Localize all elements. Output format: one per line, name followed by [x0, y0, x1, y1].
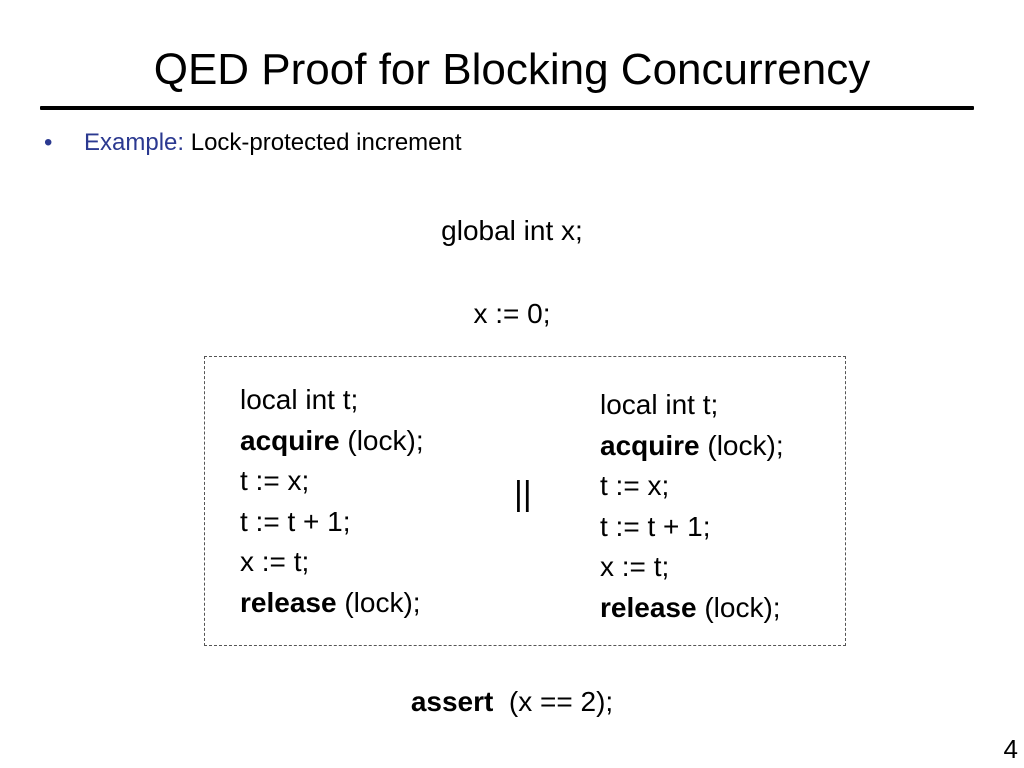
- code-line: t := x;: [240, 465, 310, 496]
- code-line: local int t;: [240, 384, 359, 415]
- release-argument: (lock);: [344, 586, 421, 618]
- thread-left: local int t; acquire (lock); t := x; t :…: [240, 380, 424, 623]
- acquire-argument: (lock);: [347, 424, 424, 456]
- code-line: t := x;: [600, 470, 670, 501]
- assert-keyword: assert: [410, 686, 494, 717]
- code-line: release (lock);: [600, 588, 784, 629]
- code-line: local int t;: [600, 389, 719, 420]
- release-keyword: release: [600, 591, 697, 623]
- page-number: 4: [1003, 734, 1018, 764]
- global-declaration: global int x;: [441, 215, 583, 246]
- bullet-example: • Example: Lock-protected increment: [44, 128, 462, 158]
- release-argument: (lock);: [704, 591, 781, 623]
- bullet-label: Example:: [84, 129, 185, 156]
- assertion: assert (x == 2);: [0, 685, 1024, 719]
- release-keyword: release: [240, 586, 337, 618]
- title-underline: [40, 106, 974, 110]
- code-line: acquire (lock);: [600, 426, 784, 467]
- parallel-threads-box: [204, 356, 846, 646]
- code-line: x := t;: [240, 546, 310, 577]
- code-line: release (lock);: [240, 583, 424, 624]
- acquire-keyword: acquire: [240, 424, 340, 456]
- bullet-text: Lock-protected increment: [190, 129, 462, 156]
- code-line: t := t + 1;: [600, 510, 711, 542]
- slide-title: QED Proof for Blocking Concurrency: [153, 45, 871, 94]
- code-line: t := t + 1;: [240, 505, 351, 537]
- code-line: x := t;: [600, 551, 670, 582]
- bullet-marker: •: [44, 129, 53, 156]
- code-line: acquire (lock);: [240, 421, 424, 462]
- acquire-argument: (lock);: [707, 429, 784, 461]
- thread-right: local int t; acquire (lock); t := x; t :…: [600, 385, 784, 628]
- initialization: x := 0;: [473, 298, 551, 329]
- assert-expression: (x == 2);: [508, 686, 614, 717]
- parallel-operator: ||: [514, 475, 532, 513]
- acquire-keyword: acquire: [600, 429, 700, 461]
